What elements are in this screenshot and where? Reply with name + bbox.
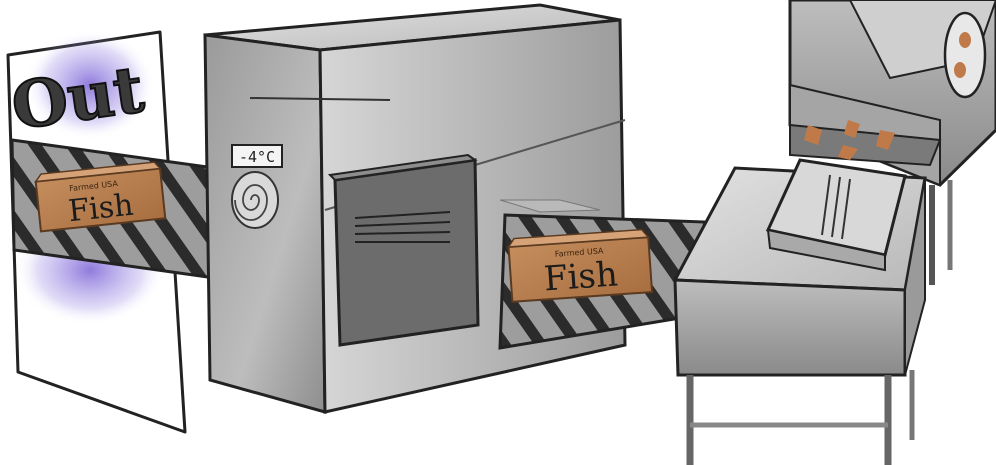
freezer-cabinet: -4°C	[205, 5, 625, 412]
access-panel	[330, 155, 478, 345]
temperature-display: -4°C	[232, 145, 282, 167]
inspection-window	[945, 13, 985, 97]
fan-vent-icon	[232, 172, 278, 228]
table-legs	[690, 370, 912, 465]
processing-table-front	[675, 160, 925, 465]
fish-box-right-label: Fish	[543, 254, 619, 299]
fish-box-right: Farmed USA Fish	[508, 229, 652, 302]
temperature-readout: -4°C	[239, 148, 275, 166]
fish-box-left-label: Fish	[67, 188, 135, 230]
